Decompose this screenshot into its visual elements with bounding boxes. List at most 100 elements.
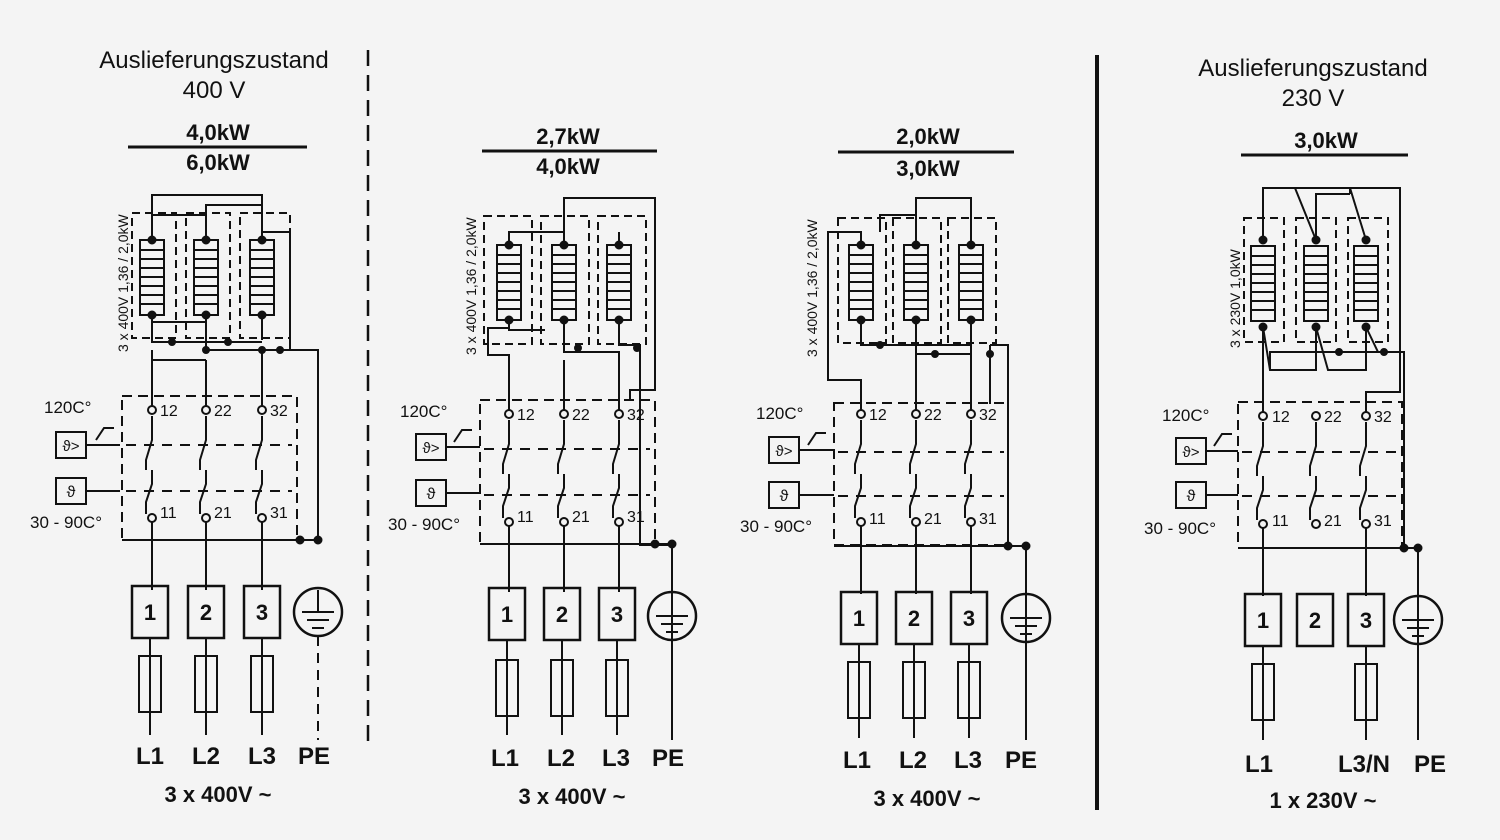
panel-1-label-l3: L3 bbox=[248, 743, 276, 770]
panel-2-terminal-1-label: 1 bbox=[501, 602, 513, 627]
panel-1-phase-wires bbox=[151, 350, 263, 590]
panel-2-fuse-3 bbox=[605, 659, 629, 717]
panel-4-wiring-bottom bbox=[1262, 326, 1419, 740]
panel-2-heater-rating: 3 x 400V 1,36 / 2,0kW bbox=[463, 216, 479, 355]
panel-4-wiring-top bbox=[1262, 187, 1401, 404]
panel-4-switches bbox=[1256, 422, 1367, 520]
panel-4-fuse-1 bbox=[1251, 663, 1275, 721]
panel-3-contact-12: 12 bbox=[869, 407, 887, 424]
panel-1-supply: 3 x 400V ~ bbox=[164, 782, 271, 807]
panel-4-thermostat-range: 30 - 90C° bbox=[1144, 519, 1216, 538]
panel-1-thermostat-high: 120C° bbox=[44, 398, 91, 417]
panel-2-heater-frame-1 bbox=[483, 215, 533, 345]
panel-3-contact-22: 22 bbox=[924, 407, 942, 424]
panel-1-contact-22: 22 bbox=[214, 403, 232, 420]
panel-2-wiring-top bbox=[508, 197, 656, 400]
panel-1-heater-3 bbox=[249, 235, 275, 320]
panel-1-heater-frame-1 bbox=[131, 212, 177, 339]
panel-1-heading-line1: Auslieferungszustand bbox=[99, 47, 328, 74]
panel-2-label-l3: L3 bbox=[602, 745, 630, 772]
panel-1-heater-rating: 3 x 400V 1,36 / 2,0kW bbox=[115, 213, 131, 352]
panel-4-contact-11: 11 bbox=[1272, 513, 1289, 530]
panel-2-contact-32: 32 bbox=[627, 407, 645, 424]
panel-1-heater-1 bbox=[139, 235, 165, 320]
panel-1-label-pe: PE bbox=[298, 743, 330, 770]
panel-2-overtemp-symbol: ϑ> bbox=[423, 440, 440, 457]
panel-3-heater-3 bbox=[958, 240, 984, 325]
panel-3-supply: 3 x 400V ~ bbox=[873, 786, 980, 811]
panel-4-heater-3 bbox=[1353, 235, 1379, 332]
panel-3-thermostat-high: 120C° bbox=[756, 404, 803, 423]
panel-2-label-l1: L1 bbox=[491, 745, 519, 772]
panel-3-label-l3: L3 bbox=[954, 747, 982, 774]
panel-4-power-top: 3,0kW bbox=[1294, 128, 1358, 153]
panel-2-terminal-3-label: 3 bbox=[611, 602, 623, 627]
panel-4-supply: 1 x 230V ~ bbox=[1269, 788, 1376, 813]
panel-2-supply: 3 x 400V ~ bbox=[518, 784, 625, 809]
panel-4: Auslieferungszustand 230 V 3,0kW 3 x 230… bbox=[1144, 55, 1446, 813]
panel-2-contact-11: 11 bbox=[517, 509, 534, 526]
panel-2-terminal-2-label: 2 bbox=[556, 602, 568, 627]
panel-3-terminal-2-label: 2 bbox=[908, 606, 920, 631]
panel-2-phase-wires bbox=[508, 360, 620, 592]
panel-3-power-top: 2,0kW bbox=[896, 124, 960, 149]
panel-3-label-l1: L1 bbox=[843, 747, 871, 774]
panel-1-thermostat-range: 30 - 90C° bbox=[30, 513, 102, 532]
panel-2-label-pe: PE bbox=[652, 745, 684, 772]
panel-1-heading-line2: 400 V bbox=[183, 77, 246, 104]
panel-2-power-top: 2,7kW bbox=[536, 124, 600, 149]
panel-1-contact-21: 21 bbox=[214, 505, 232, 522]
panel-3-wiring-top bbox=[827, 197, 972, 404]
panel-4-temp-symbol: ϑ bbox=[1187, 488, 1196, 505]
panel-1-terminal-3-label: 3 bbox=[256, 600, 268, 625]
panel-2-temp-symbol: ϑ bbox=[427, 486, 436, 503]
panel-2-ground-icon bbox=[646, 590, 698, 642]
panel-2-switches bbox=[502, 420, 620, 518]
panel-4-heading-line2: 230 V bbox=[1282, 85, 1345, 112]
panel-1-wiring-bottom bbox=[151, 231, 319, 540]
panel-1-power-top: 4,0kW bbox=[186, 120, 250, 145]
panel-1-overtemp-link bbox=[86, 427, 120, 446]
panel-1-label-l1: L1 bbox=[136, 743, 164, 770]
panel-2-contact-22: 22 bbox=[572, 407, 590, 424]
panel-2-fuse-1 bbox=[495, 659, 519, 717]
panel-1: Auslieferungszustand 400 V 4,0kW 6,0kW 3… bbox=[30, 47, 344, 807]
panel-1-heater-2 bbox=[193, 235, 219, 320]
panel-4-heater-2 bbox=[1303, 235, 1329, 332]
panel-3-contact-32: 32 bbox=[979, 407, 997, 424]
panel-1-overtemp-symbol: ϑ> bbox=[63, 438, 80, 455]
panel-4-heading-line1: Auslieferungszustand bbox=[1198, 55, 1427, 82]
panel-3-heater-rating: 3 x 400V 1,36 / 2,0kW bbox=[804, 218, 820, 357]
panel-3-wiring-bottom bbox=[860, 320, 1027, 740]
panel-4-contact-31: 31 bbox=[1374, 513, 1392, 530]
panel-2-contact-21: 21 bbox=[572, 509, 590, 526]
panel-2-fuse-2 bbox=[550, 659, 574, 717]
panel-2-label-l2: L2 bbox=[547, 745, 575, 772]
panel-4-phase-wires bbox=[1262, 404, 1367, 596]
panel-4-overtemp-symbol: ϑ> bbox=[1183, 444, 1200, 461]
panel-1-heater-frame-2 bbox=[185, 212, 231, 339]
panel-3-label-pe: PE bbox=[1005, 747, 1037, 774]
panel-4-heater-frame-3 bbox=[1347, 217, 1389, 343]
panel-4-thermostat-high: 120C° bbox=[1162, 406, 1209, 425]
panel-1-switches bbox=[145, 416, 263, 514]
panel-4-contact-21: 21 bbox=[1324, 513, 1342, 530]
panel-1-power-bottom: 6,0kW bbox=[186, 150, 250, 175]
panel-4-contact-12: 12 bbox=[1272, 409, 1290, 426]
panel-4-fuse-3 bbox=[1354, 663, 1378, 721]
panel-2-heater-frame-3 bbox=[597, 215, 647, 345]
panel-4-ground-icon bbox=[1392, 594, 1444, 646]
panel-2-thermostat-range: 30 - 90C° bbox=[388, 515, 460, 534]
panel-3-contact-31: 31 bbox=[979, 511, 997, 528]
panel-4-label-l3n: L3/N bbox=[1338, 751, 1390, 778]
panel-2-contact-31: 31 bbox=[627, 509, 645, 526]
panel-4-label-pe: PE bbox=[1414, 751, 1446, 778]
panel-3-fuse-2 bbox=[902, 661, 926, 719]
panel-2-heater-2 bbox=[551, 240, 577, 325]
panel-3-power-bottom: 3,0kW bbox=[896, 156, 960, 181]
panel-1-temp-symbol: ϑ bbox=[67, 484, 76, 501]
panel-4-terminal-2 bbox=[1295, 592, 1335, 648]
panel-3-fuse-3 bbox=[957, 661, 981, 719]
panel-1-contact-11: 11 bbox=[160, 505, 177, 522]
